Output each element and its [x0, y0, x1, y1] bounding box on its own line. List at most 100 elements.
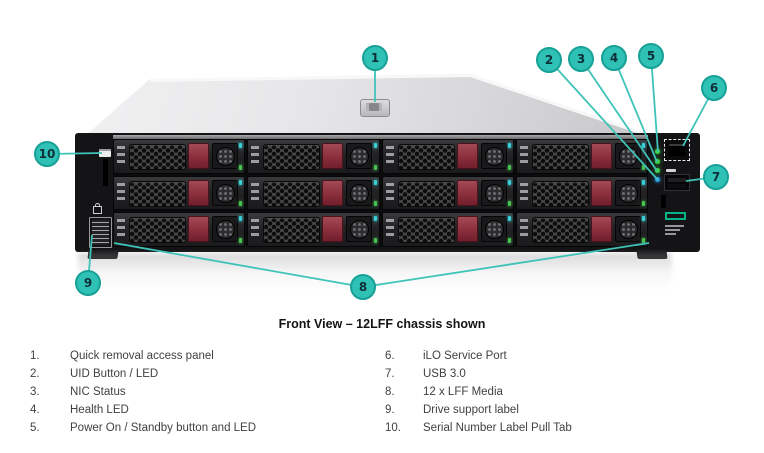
ilo-service-port: [664, 139, 690, 161]
tray-grille: [129, 180, 186, 207]
tray-grille: [531, 217, 589, 244]
legend-left-column: 1.Quick removal access panel 2. UID Butto…: [30, 347, 360, 437]
tray-activity-led: [373, 143, 377, 148]
tray-grille: [263, 217, 321, 244]
tray-status-led: [507, 164, 511, 170]
tray-grille: [531, 144, 589, 170]
usb3-port: [664, 174, 690, 191]
callout-6: 6: [701, 75, 727, 101]
tray-latch-knob: [346, 179, 373, 206]
tray-activity-led: [239, 179, 243, 185]
callout-3: 3: [568, 46, 594, 72]
drive-tray: [113, 139, 246, 174]
legend-label: Power On / Standby button and LED: [70, 422, 257, 434]
tray-release-latch: [456, 179, 478, 206]
legend-right-column: 6.iLO Service Port 7.USB 3.0 8.12 x LFF …: [385, 347, 745, 437]
tray-release-latch: [456, 143, 478, 169]
legend-item-3: 3.NIC Status: [30, 383, 360, 401]
tray-latch-knob: [614, 179, 641, 206]
uid-button-led: [655, 177, 660, 182]
nic-status-led: [655, 168, 660, 173]
callout-7: 7: [703, 164, 729, 190]
tray-latch-knob: [212, 216, 238, 243]
legend-number: 6.: [385, 350, 395, 362]
tray-grille: [129, 217, 186, 244]
legend-item-4: 4.Health LED: [30, 401, 360, 419]
tray-latch-knob: [480, 143, 507, 169]
tray-release-latch: [188, 179, 209, 206]
tray-status-led: [373, 201, 377, 207]
serial-tab-slot: [103, 159, 108, 186]
callout-1: 1: [362, 45, 388, 71]
legend-label: Quick removal access panel: [70, 350, 214, 362]
padlock-icon: [93, 203, 102, 214]
tray-activity-led: [373, 179, 377, 185]
legend-label: Serial Number Label Pull Tab: [423, 422, 572, 434]
legend-number: 4.: [30, 404, 40, 416]
callout-8: 8: [350, 274, 376, 300]
legend-label: UID Button / LED: [70, 368, 159, 380]
drive-tray: [381, 175, 514, 211]
tray-activity-led: [642, 143, 645, 148]
tray-status-led: [507, 238, 511, 243]
tray-latch-knob: [480, 216, 507, 243]
legend-label: iLO Service Port: [423, 350, 507, 362]
drive-support-label: [89, 217, 112, 248]
legend-number: 2.: [30, 368, 40, 380]
tray-label: [385, 182, 394, 204]
floor-reflection: [78, 253, 672, 299]
drive-tray: [515, 175, 648, 211]
tray-label: [251, 146, 260, 167]
figure-caption: Front View – 12LFF chassis shown: [278, 317, 486, 331]
tray-latch-knob: [212, 179, 238, 206]
tray-status-led: [642, 164, 645, 170]
legend-number: 8.: [385, 386, 395, 398]
chassis-front-lip: [113, 135, 648, 139]
tray-release-latch: [590, 143, 612, 169]
tray-label: [117, 219, 125, 241]
tray-label: [519, 146, 528, 167]
callout-4: 4: [601, 45, 627, 71]
tray-activity-led: [642, 179, 645, 185]
ear-latch-notch: [661, 195, 666, 208]
tray-label: [251, 182, 260, 204]
tray-label: [117, 182, 125, 204]
usb-ss-icon: [666, 169, 676, 172]
callout-9: 9: [75, 270, 101, 296]
tray-status-led: [239, 164, 243, 170]
serial-number-pull-tab: [99, 149, 111, 157]
drive-tray: [113, 175, 246, 211]
tray-latch-knob: [346, 143, 373, 169]
hpe-logo: [665, 212, 686, 220]
health-led: [655, 159, 660, 164]
tray-activity-led: [239, 143, 243, 148]
drive-bay-grid: [113, 139, 648, 247]
tray-release-latch: [322, 179, 344, 206]
legend-number: 5.: [30, 422, 40, 434]
tray-grille: [397, 144, 455, 170]
legend-number: 10.: [385, 422, 401, 434]
server-front-bezel: [75, 133, 700, 252]
tray-grille: [531, 180, 589, 207]
tray-activity-led: [642, 216, 645, 222]
tray-release-latch: [188, 216, 209, 243]
power-standby-led: [655, 149, 660, 154]
tray-release-latch: [322, 143, 344, 169]
tray-activity-led: [507, 216, 511, 222]
callout-10: 10: [34, 141, 60, 167]
tray-activity-led: [507, 179, 511, 185]
legend-number: 7.: [385, 368, 395, 380]
drive-tray: [113, 212, 246, 247]
legend-item-1: 1.Quick removal access panel: [30, 347, 360, 365]
tray-status-led: [239, 201, 243, 207]
tray-grille: [263, 180, 321, 207]
legend-label: NIC Status: [70, 386, 126, 398]
tray-latch-knob: [212, 143, 238, 169]
tray-label: [251, 219, 260, 241]
legend-item-7: 7.USB 3.0: [385, 365, 745, 383]
tray-grille: [263, 144, 321, 170]
legend-item-5: 5. Power On / Standby button and LED: [30, 419, 360, 437]
tray-latch-knob: [480, 179, 507, 206]
legend-number: 9.: [385, 404, 395, 416]
